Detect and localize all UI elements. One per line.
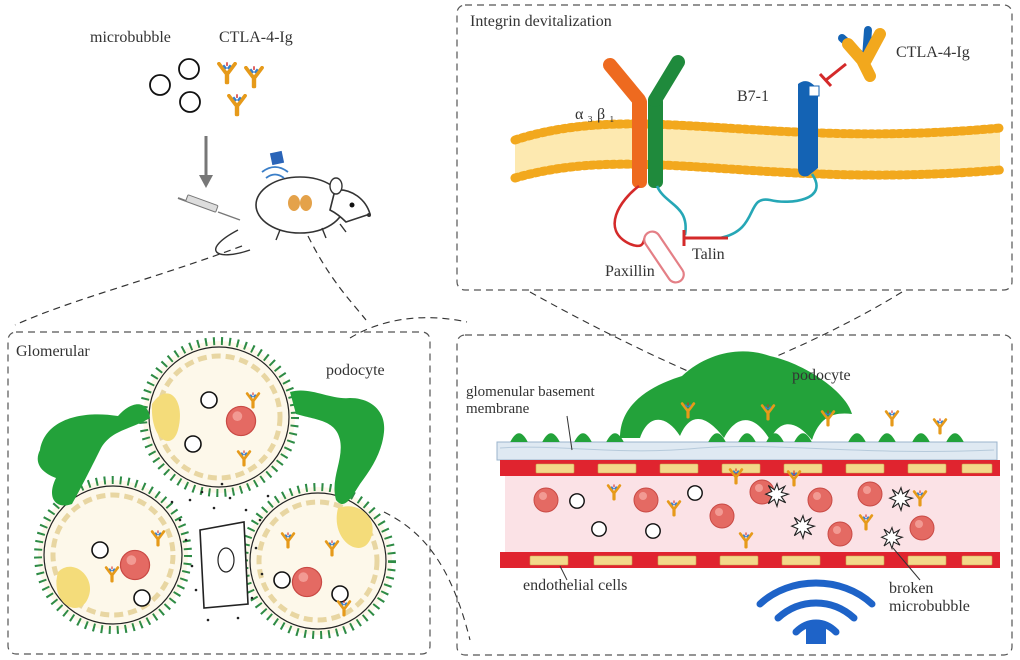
antibody-icon — [932, 418, 948, 436]
microbubble — [200, 391, 218, 409]
cell-membrane — [510, 119, 1005, 183]
podocyte-foot — [510, 433, 528, 442]
red-blood-cell — [857, 481, 883, 507]
red-blood-cell — [709, 503, 735, 529]
membrane-inner-heads — [510, 159, 1005, 183]
antibody-icon — [244, 66, 264, 90]
talin-label: Talin — [692, 246, 725, 263]
ctla4-ig-antibody — [818, 26, 886, 88]
antibody-icon — [217, 62, 237, 86]
podocyte-body — [620, 351, 852, 440]
podocyte-foot — [878, 433, 896, 442]
microbubble — [645, 523, 661, 539]
broken-microbubble-label-line1: broken — [889, 580, 934, 597]
red-blood-cell — [827, 521, 853, 547]
microbubble — [184, 435, 202, 453]
ultrasound-wave-icon — [756, 579, 876, 644]
microbubble — [569, 493, 585, 509]
integrin-panel-frame — [456, 4, 1013, 291]
gbm-label-line2: membrane — [466, 401, 530, 417]
podocyte-foot — [946, 433, 964, 442]
podocyte-foot — [912, 433, 930, 442]
ctla4-ig-label-panel: CTLA-4-Ig — [896, 44, 970, 61]
injection-illustration — [14, 58, 371, 326]
microbubble — [273, 571, 291, 589]
broken-microbubble-label-line2: microbubble — [889, 598, 970, 615]
microbubble — [331, 585, 349, 603]
gbm-label-line1: glomenular basement — [466, 384, 595, 400]
endothelial-cells-label: endothelial cells — [523, 577, 628, 594]
broken-microbubble-icon — [881, 527, 903, 549]
ctla4-ig-label-top: CTLA-4-Ig — [219, 29, 293, 46]
syringe-icon — [177, 194, 241, 221]
vessel-panel-frame — [456, 334, 1013, 656]
talin-inhibition — [682, 230, 728, 246]
membrane-outer-heads — [510, 119, 1005, 145]
red-blood-cell — [291, 566, 323, 598]
podocyte-right — [290, 390, 385, 505]
microbubble — [133, 589, 151, 607]
red-blood-cell — [633, 487, 659, 513]
integrin-panel-title: Integrin devitalization — [470, 13, 612, 30]
podocyte-foot — [542, 433, 560, 442]
red-blood-cell — [225, 405, 257, 437]
b7-1-receptor — [719, 81, 820, 240]
broken-microbubble-icon — [889, 487, 913, 511]
red-blood-cell — [909, 515, 935, 541]
microbubble — [179, 91, 201, 113]
podocyte-foot — [574, 433, 592, 442]
glomerular-basement-membrane — [496, 441, 998, 461]
paxillin-shape — [643, 230, 685, 284]
integrin-a3b1 — [603, 55, 687, 248]
mouse-icon — [215, 150, 371, 256]
microbubble — [687, 485, 703, 501]
red-blood-cell — [807, 487, 833, 513]
microbubble — [591, 521, 607, 537]
antibody-icon — [884, 410, 900, 428]
blood-vessel — [496, 351, 1000, 581]
red-blood-cell — [533, 487, 559, 513]
microbubble — [91, 541, 109, 559]
podocyte-left — [37, 404, 151, 506]
glomerular-panel-frame — [7, 331, 431, 655]
podocyte-label-left: podocyte — [326, 362, 385, 379]
broken-microbubble-icon — [791, 515, 815, 539]
podocyte-label-right: podocyte — [792, 367, 851, 384]
podocyte-foot — [848, 433, 866, 442]
microbubble-label: microbubble — [90, 29, 171, 46]
paxillin-label: Paxillin — [605, 263, 655, 280]
b7-1-label: B7-1 — [737, 88, 769, 105]
microbubble — [149, 74, 171, 96]
broken-microbubble-icon — [765, 483, 789, 507]
glomerulus — [34, 337, 396, 639]
antibody-icon — [227, 94, 247, 118]
red-blood-cell — [119, 549, 151, 581]
podocyte-foot — [738, 433, 756, 442]
microbubble — [178, 58, 200, 80]
glomerular-panel-title: Glomerular — [16, 343, 90, 360]
integrin-a3b1-label: α ₃ β ₁ — [575, 106, 615, 123]
